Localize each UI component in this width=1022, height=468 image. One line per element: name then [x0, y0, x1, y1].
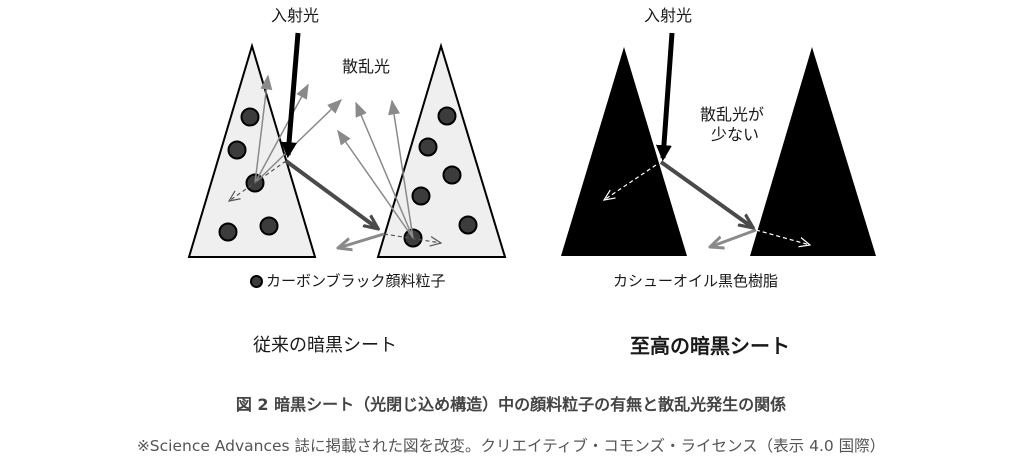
absorbed-path-2 — [383, 233, 441, 243]
black-sheet-triangle-1 — [561, 47, 687, 256]
absorbed-path-4 — [755, 229, 810, 245]
scatter-arrows-2 — [337, 99, 414, 239]
figure-credit: ※Science Advances 誌に掲載された図を改変。クリエイティブ・コモ… — [136, 437, 886, 455]
pigment-particles-2 — [403, 106, 478, 248]
right-panel-title: 至高の暗黒シート — [630, 334, 790, 358]
less-scatter-label-line1: 散乱光が — [700, 105, 765, 124]
particle-legend: カーボンブラック顔料粒子 — [250, 274, 446, 289]
scatter-light-label: 散乱光 — [342, 57, 391, 76]
absorbed-path-1 — [229, 160, 287, 201]
incident-light-arrow-right — [655, 32, 675, 162]
incident-light-arrow-left — [281, 32, 301, 159]
less-scatter-label-line2: 少ない — [711, 125, 760, 144]
particle-legend-text: カーボンブラック顔料粒子 — [266, 272, 446, 290]
incident-light-label-right: 入射光 — [644, 6, 693, 25]
light-trapping-diagram — [187, 32, 876, 258]
particle-legend-icon — [250, 275, 263, 288]
left-panel-title: 従来の暗黒シート — [253, 335, 397, 356]
absorbed-path-3 — [604, 164, 657, 200]
scatter-arrows-1 — [254, 74, 343, 184]
resin-label: カシューオイル黒色樹脂 — [613, 272, 779, 290]
reflected-out-arrow-right — [710, 228, 757, 247]
left-panel-diagram — [187, 32, 507, 258]
reflected-light-arrow-right — [659, 160, 752, 227]
figure-caption: 図 2 暗黒シート（光閉じ込め構造）中の顔料粒子の有無と散乱光発生の関係 — [235, 395, 787, 414]
reflected-light-arrow-left — [284, 159, 377, 228]
right-panel-diagram — [561, 32, 876, 256]
black-sheet-triangle-2 — [750, 47, 876, 256]
incident-light-label-left: 入射光 — [271, 6, 320, 25]
reflected-out-arrow-left — [338, 232, 385, 248]
left-sheet-triangle-2 — [376, 42, 507, 258]
